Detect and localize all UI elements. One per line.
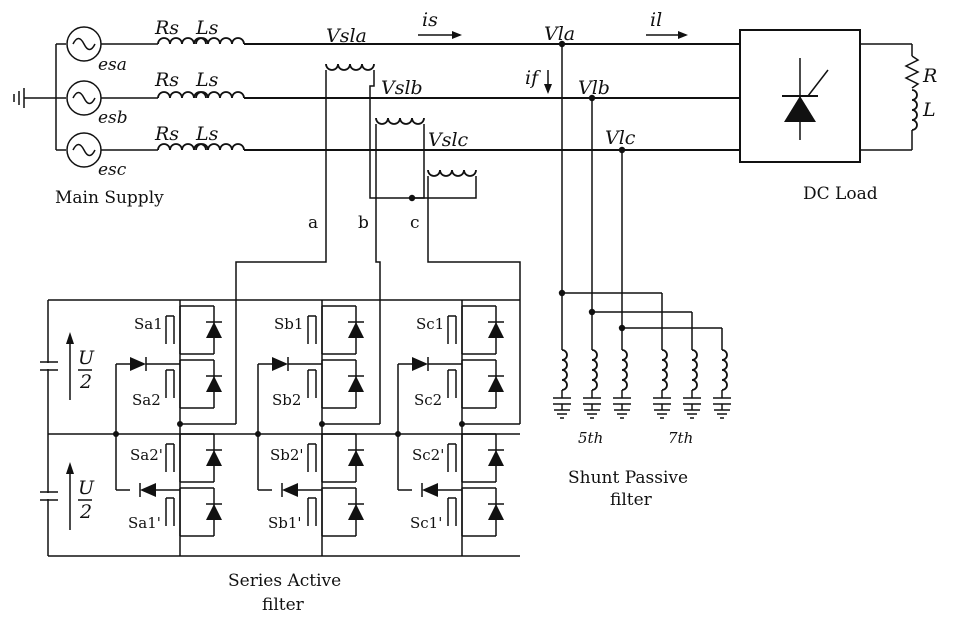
phase-a-tag: a <box>308 213 318 233</box>
shunt-filter-branches <box>552 349 732 419</box>
source-a-label: esa <box>98 55 127 75</box>
series-transformer-c <box>427 169 477 184</box>
shunt-filter-label-line1: Shunt Passive <box>568 468 688 488</box>
rs-label-a: Rs <box>154 17 179 39</box>
is-label: is <box>422 9 438 31</box>
ac-source-b <box>66 80 102 116</box>
ls-label-c: Ls <box>195 123 219 145</box>
thyristor-icon <box>782 58 829 140</box>
switch-sa1: Sa1 <box>134 315 163 333</box>
u-num-lower: U <box>78 477 95 499</box>
vlc-label: Vlc <box>605 127 636 149</box>
is-arrow-icon <box>418 31 462 39</box>
u-den-lower: 2 <box>79 501 92 523</box>
il-arrow-icon <box>646 31 688 39</box>
series-filter-label-line2: filter <box>262 595 305 615</box>
vslb-label: Vslb <box>381 77 423 99</box>
inverter-leg-c <box>395 300 521 556</box>
switch-sb2: Sb2 <box>272 391 301 409</box>
u2-lower-arrow-icon <box>66 462 74 530</box>
phase-c-tag: c <box>410 213 420 233</box>
if-arrow-icon <box>544 70 552 94</box>
dc-load-rectifier <box>739 29 861 163</box>
switch-sc2: Sc2 <box>414 391 442 409</box>
load-inductor <box>911 89 918 131</box>
ls-label-b: Ls <box>195 69 219 91</box>
ls-label-a: Ls <box>195 17 219 39</box>
inverter-leg-b <box>255 300 381 556</box>
rs-label-c: Rs <box>154 123 179 145</box>
load-resistor <box>904 55 920 89</box>
vla-label: Vla <box>544 23 575 45</box>
vslc-label: Vslc <box>428 129 469 151</box>
switch-sc1p: Sc1' <box>410 514 442 532</box>
dc-load-label: DC Load <box>803 184 878 204</box>
main-supply-label: Main Supply <box>55 188 164 208</box>
vlb-label: Vlb <box>578 77 610 99</box>
inverter-leg-a <box>113 300 237 556</box>
rs-label-b: Rs <box>154 69 179 91</box>
source-b-label: esb <box>98 108 128 128</box>
dc-capacitor-upper <box>40 361 58 371</box>
series-filter-label-line1: Series Active <box>228 571 341 591</box>
switch-sc2p: Sc2' <box>412 446 444 464</box>
series-transformer-b <box>375 117 425 132</box>
ac-source-c <box>66 132 102 168</box>
if-label: if <box>525 67 541 89</box>
vsla-label: Vsla <box>326 25 367 47</box>
switch-sa1p: Sa1' <box>128 514 161 532</box>
switch-sc1: Sc1 <box>416 315 444 333</box>
l-label: L <box>922 99 936 121</box>
seventh-harmonic-label: 7th <box>668 429 693 447</box>
r-label: R <box>922 65 937 87</box>
shunt-filter-label-line2: filter <box>610 490 653 510</box>
switch-sb2p: Sb2' <box>270 446 304 464</box>
switch-sb1p: Sb1' <box>268 514 302 532</box>
u-num-upper: U <box>78 347 95 369</box>
series-transformer-a <box>325 63 375 80</box>
dc-capacitor-lower <box>40 491 58 501</box>
source-c-label: esc <box>98 160 127 180</box>
il-label: il <box>650 9 662 31</box>
fifth-harmonic-label: 5th <box>578 429 603 447</box>
rs-ls-a <box>101 37 245 45</box>
u2-upper-arrow-icon <box>66 332 74 400</box>
u-den-upper: 2 <box>79 371 92 393</box>
phase-b-tag: b <box>358 213 369 233</box>
ground-symbol <box>13 88 56 108</box>
switch-sa2: Sa2 <box>132 391 161 409</box>
ac-source-a <box>66 26 102 62</box>
switch-sa2p: Sa2' <box>130 446 163 464</box>
rs-ls-b <box>101 91 245 99</box>
rs-ls-c <box>101 143 245 151</box>
switch-sb1: Sb1 <box>274 315 303 333</box>
